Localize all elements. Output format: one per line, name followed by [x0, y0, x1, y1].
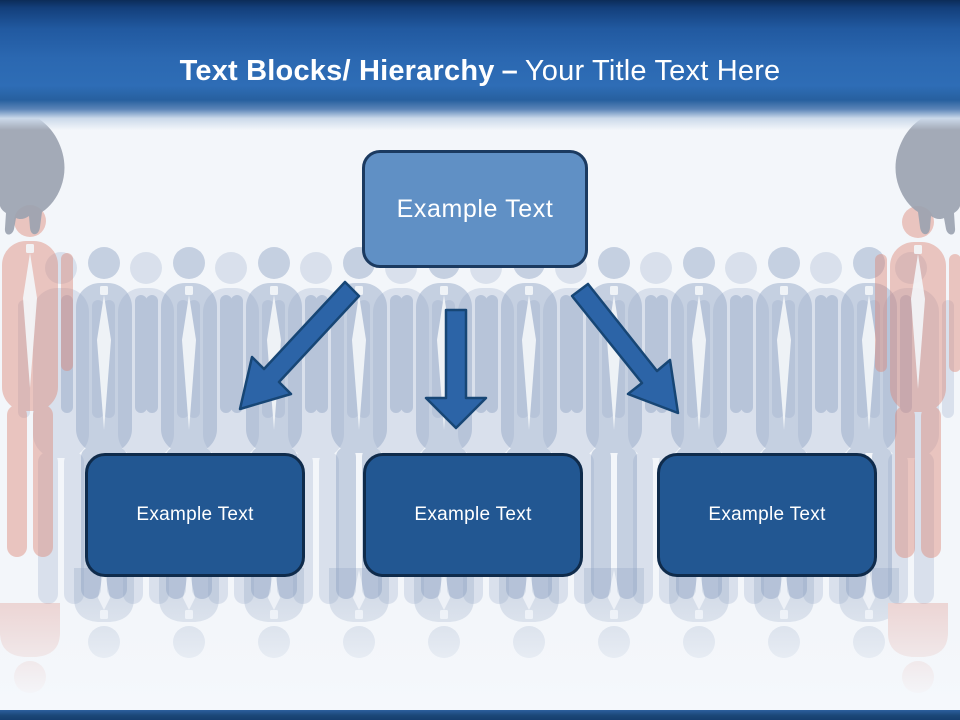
root-node-label: Example Text [396, 194, 554, 223]
footer-bar [0, 710, 960, 720]
child-node-3[interactable]: Example Text [657, 453, 877, 577]
child-node-2-label: Example Text [414, 504, 532, 525]
crowd-ties [97, 286, 876, 430]
child-node-3-label: Example Text [708, 504, 826, 525]
arrow-down-right-icon [570, 282, 680, 415]
arrow-down-icon [424, 308, 488, 430]
child-node-1[interactable]: Example Text [85, 453, 305, 577]
slide-title: Text Blocks/ Hierarchy–Your Title Text H… [0, 54, 960, 88]
picked-person-left [0, 205, 73, 557]
child-node-2[interactable]: Example Text [363, 453, 583, 577]
picked-person-right [875, 206, 960, 558]
header-banner: Text Blocks/ Hierarchy–Your Title Text H… [0, 0, 960, 130]
slide-title-sub: Your Title Text Here [524, 55, 781, 87]
crowd-reflection [0, 568, 948, 693]
root-node[interactable]: Example Text [362, 150, 588, 268]
arrow-down-left-icon [238, 280, 361, 411]
slide-title-main: Text Blocks/ Hierarchy [179, 55, 495, 87]
slide-title-dash: – [501, 55, 518, 87]
child-node-1-label: Example Text [136, 504, 254, 525]
